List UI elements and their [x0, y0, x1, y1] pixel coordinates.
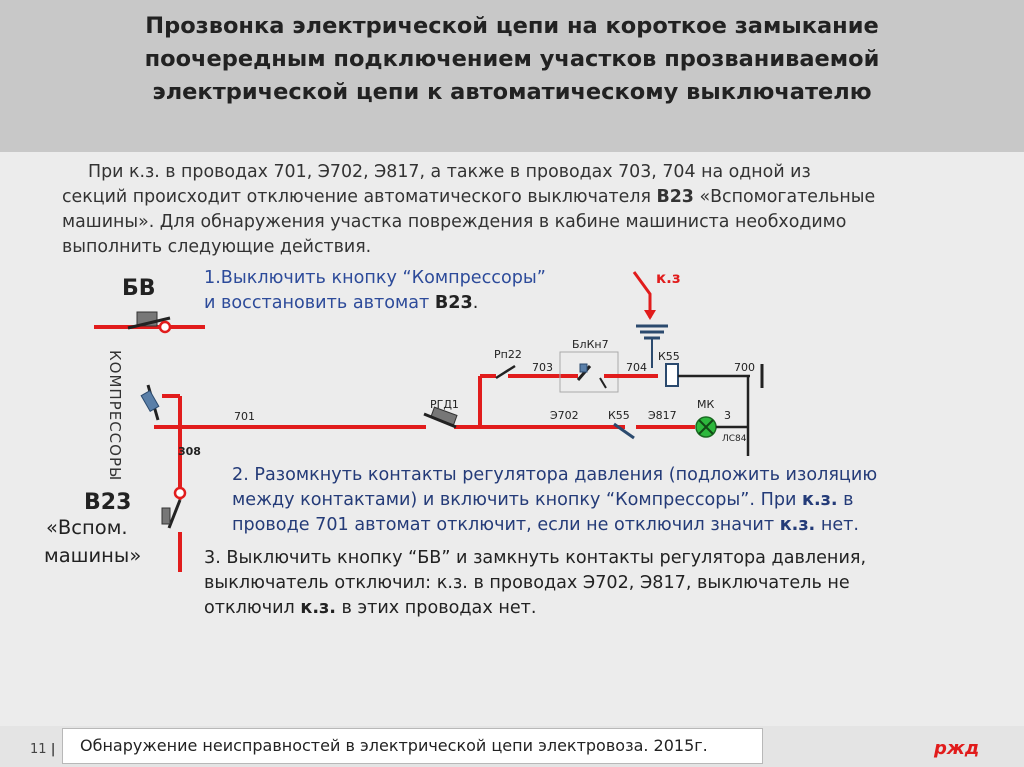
blkn7-block: БлКн7	[559, 338, 658, 393]
page-number-value: 11	[30, 742, 47, 757]
step-3-line-3: отключил к.з. в этих проводах нет.	[204, 596, 866, 621]
step-3-text-part: отключил	[204, 598, 301, 618]
e817-label: Э817	[648, 409, 677, 422]
step-2-text-part: в	[837, 490, 854, 510]
header-band	[0, 0, 1024, 152]
step-2-kz: к.з.	[802, 490, 838, 510]
wire-704-label: 704	[626, 361, 647, 374]
rzd-logo: ржд	[933, 738, 979, 759]
intro-paragraph: При к.з. в проводах 701, Э702, Э817, а т…	[62, 160, 962, 260]
title-line-3: электрической цепи к автоматическому вык…	[152, 79, 872, 105]
step-3-line-2: выключатель отключил: к.з. в проводах Э7…	[204, 573, 850, 593]
step-2-line-2: между контактами) и включить кнопку “Ком…	[232, 488, 877, 513]
step-1-text-part: и восстановить автомат	[204, 293, 435, 313]
step-3-kz: к.з.	[300, 598, 336, 618]
wire-701-label: 701	[234, 410, 255, 423]
e702-label: Э702	[550, 409, 579, 422]
mashiny-label: машины»	[44, 544, 142, 567]
rp22-contact: Рп22	[494, 348, 578, 380]
bv-label: БВ	[122, 276, 156, 301]
step-2-line-3: проводе 701 автомат отключит, если не от…	[232, 513, 877, 538]
step-2-kz: к.з.	[779, 515, 816, 535]
page-number: 11 |	[30, 742, 55, 757]
step-2-text: 2. Разомкнуть контакты регулятора давлен…	[232, 463, 877, 538]
wire-703-label: 703	[532, 361, 553, 374]
k55-bottom-contact: К55	[608, 409, 635, 440]
mk-lamp: МК 3 ЛС84	[695, 398, 748, 444]
intro-line-1: При к.з. в проводах 701, Э702, Э817, а т…	[88, 162, 811, 182]
step-2-text-part: нет.	[815, 515, 859, 535]
step-1-text: 1.Выключить кнопку “Компрессоры” и восст…	[204, 266, 546, 316]
step-2-text-part: между контактами) и включить кнопку “Ком…	[232, 490, 803, 510]
step-3-text-part: в этих проводах нет.	[335, 598, 537, 618]
wire-700: 700	[734, 361, 764, 456]
k55-bottom-label: К55	[608, 409, 630, 422]
intro-line-2: секций происходит отключение автоматичес…	[62, 185, 962, 210]
ls84-label: ЛС84	[722, 434, 747, 444]
b23-label: В23	[84, 490, 132, 515]
wire-308-label: 308	[178, 445, 201, 458]
step-1-dot: .	[472, 293, 479, 313]
rgd1-contact: РГД1	[423, 398, 459, 429]
page-separator: |	[50, 742, 56, 757]
kompressory-button	[140, 384, 182, 488]
wire-3-label: 3	[724, 409, 731, 422]
intro-text: секций происходит отключение автоматичес…	[62, 187, 657, 207]
intro-text: «Вспомогательные	[693, 187, 876, 207]
vspom-label: «Вспом.	[46, 516, 128, 539]
step-2-text-part: проводе 701 автомат отключит, если не от…	[232, 515, 780, 535]
k55-top-contact: К55	[636, 324, 750, 387]
step-1-line-2: и восстановить автомат В23.	[204, 291, 546, 316]
mk-label: МК	[697, 398, 714, 411]
k55-top-label: К55	[658, 350, 680, 363]
page-title: Прозвонка электрической цепи на короткое…	[40, 10, 984, 109]
intro-line-4: выполнить следующие действия.	[62, 237, 372, 257]
intro-b23: В23	[656, 187, 694, 207]
blkn7-label: БлКн7	[572, 338, 609, 351]
step-2-line-1: 2. Разомкнуть контакты регулятора давлен…	[232, 465, 878, 485]
title-line-1: Прозвонка электрической цепи на короткое…	[145, 13, 879, 39]
title-line-2: поочередным подключением участков прозва…	[144, 46, 880, 72]
step-3-text: 3. Выключить кнопку “БВ” и замкнуть конт…	[204, 546, 866, 621]
footer-caption: Обнаружение неисправностей в электрическ…	[80, 736, 708, 755]
footer-caption-box	[62, 728, 763, 764]
rzd-logo-text: ржд	[933, 738, 979, 759]
circuit-diagram: КОМПРЕССОРЫ 308 701 РГД1 Рп22 703	[94, 269, 764, 572]
step-1-b23: В23	[434, 293, 473, 313]
b23-breaker	[161, 486, 187, 572]
kompressory-label: КОМПРЕССОРЫ	[106, 350, 124, 481]
intro-line-3: машины». Для обнаружения участка поврежд…	[62, 212, 847, 232]
step-3-line-1: 3. Выключить кнопку “БВ” и замкнуть конт…	[204, 548, 867, 568]
wire-700-label: 700	[734, 361, 755, 374]
short-circuit-arrow: к.з	[632, 269, 681, 320]
bv-switch	[94, 311, 205, 334]
kz-label: к.з	[656, 269, 681, 287]
step-1-line-1: 1.Выключить кнопку “Компрессоры”	[204, 268, 546, 288]
rp22-label: Рп22	[494, 348, 522, 361]
